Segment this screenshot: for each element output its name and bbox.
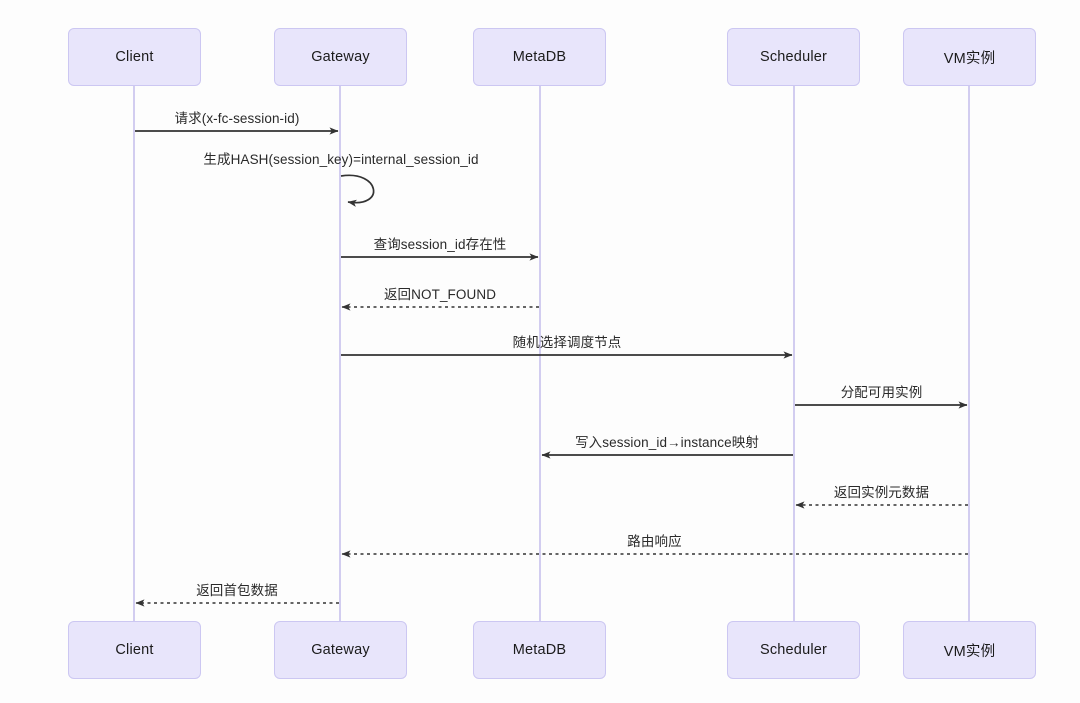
actor-box-client-top[interactable]: Client (68, 28, 201, 86)
message-label-m5: 随机选择调度节点 (512, 335, 622, 350)
message-label-m6: 分配可用实例 (840, 385, 923, 400)
message-label-m1: 请求(x-fc-session-id) (174, 111, 300, 126)
message-label-m8: 返回实例元数据 (833, 485, 930, 500)
actor-label-scheduler: Scheduler (759, 49, 828, 65)
actor-box-gateway-top[interactable]: Gateway (274, 28, 407, 86)
actor-box-metadb-top[interactable]: MetaDB (473, 28, 606, 86)
actor-box-vm-bottom[interactable]: VM实例 (903, 621, 1036, 679)
actor-label-client: Client (115, 49, 154, 65)
actor-label-client: Client (115, 642, 154, 658)
actor-box-client-bottom[interactable]: Client (68, 621, 201, 679)
message-label-m7: 写入session_id→instance映射 (575, 435, 759, 450)
actor-label-metadb: MetaDB (512, 642, 567, 658)
message-label-m3: 查询session_id存在性 (373, 237, 507, 252)
message-label-m9: 路由响应 (627, 534, 682, 549)
actor-label-vm: VM实例 (943, 50, 996, 67)
actor-box-scheduler-top[interactable]: Scheduler (727, 28, 860, 86)
actor-label-gateway: Gateway (311, 49, 370, 65)
actor-box-vm-top[interactable]: VM实例 (903, 28, 1036, 86)
actor-box-gateway-bottom[interactable]: Gateway (274, 621, 407, 679)
actor-box-scheduler-bottom[interactable]: Scheduler (727, 621, 860, 679)
actor-label-gateway: Gateway (311, 642, 370, 658)
message-label-m4: 返回NOT_FOUND (383, 287, 497, 302)
actor-label-vm: VM实例 (943, 643, 996, 660)
actor-label-metadb: MetaDB (512, 49, 567, 65)
lifelines-group (133, 86, 970, 621)
message-arrows-group (135, 127, 968, 607)
message-label-m10: 返回首包数据 (196, 583, 278, 598)
actor-box-metadb-bottom[interactable]: MetaDB (473, 621, 606, 679)
message-label-m2: 生成HASH(session_key)=internal_session_id (203, 152, 479, 167)
message-arrow-m2 (340, 174, 375, 207)
actor-label-scheduler: Scheduler (759, 642, 828, 658)
